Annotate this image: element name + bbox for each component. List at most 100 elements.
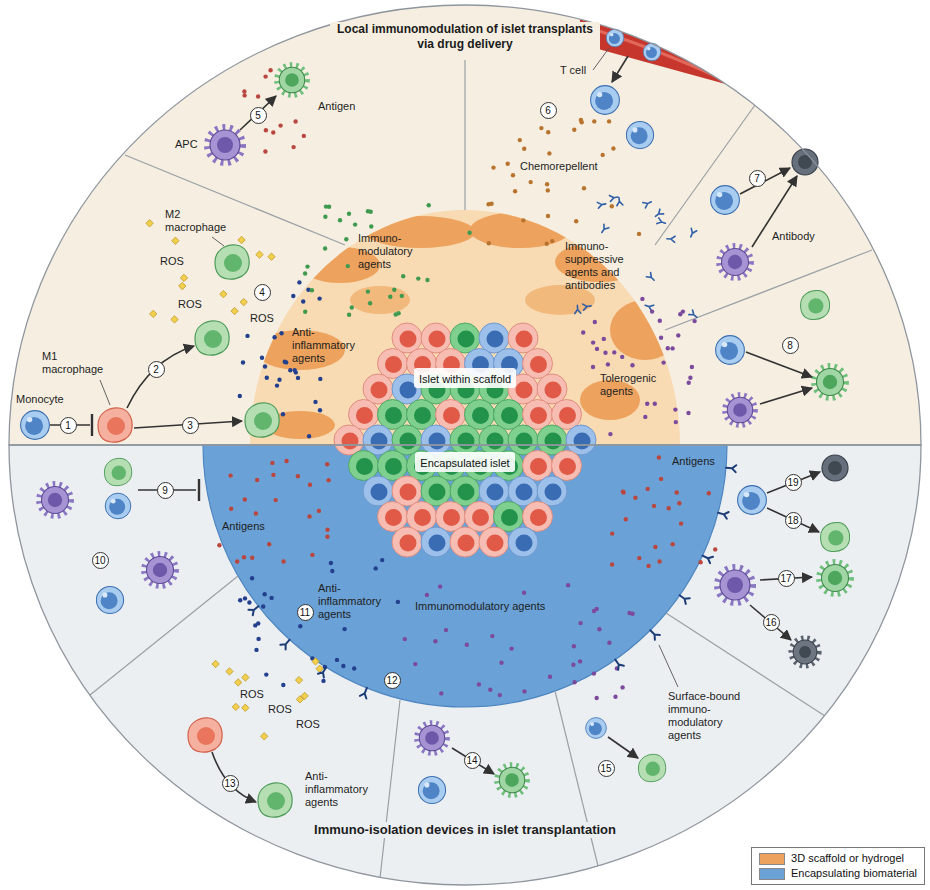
agent-dot bbox=[374, 566, 378, 570]
regulatory-cell bbox=[821, 522, 850, 551]
islet-nucleus bbox=[516, 382, 533, 399]
islet-nucleus bbox=[559, 407, 576, 424]
islet-nucleus bbox=[385, 407, 402, 424]
agent-dot bbox=[301, 299, 305, 303]
callout-number: 12 bbox=[384, 672, 401, 689]
ros-symbol bbox=[256, 251, 263, 258]
agent-dot bbox=[313, 400, 317, 404]
agent-dot bbox=[547, 151, 551, 155]
agent-dot bbox=[347, 313, 351, 317]
agent-dot bbox=[263, 74, 267, 78]
callout-number: 7 bbox=[749, 170, 766, 187]
islet-cell bbox=[566, 425, 596, 455]
islet-nucleus bbox=[414, 407, 431, 424]
islet-cell bbox=[508, 476, 538, 506]
sector-line bbox=[464, 60, 465, 210]
agent-dot bbox=[602, 337, 606, 341]
callout-number: 19 bbox=[785, 474, 802, 491]
agent-dot bbox=[288, 368, 292, 372]
surface-agent bbox=[717, 509, 728, 518]
islet-cell bbox=[407, 502, 437, 532]
part-label: Chemorepellent bbox=[520, 160, 598, 173]
antibody-symbol bbox=[643, 199, 653, 208]
agent-dot bbox=[283, 360, 287, 364]
part-label: ROS bbox=[160, 255, 184, 268]
legend-text: 3D scaffold or hydrogel bbox=[791, 851, 904, 866]
agent-dot bbox=[296, 376, 300, 380]
inhibition-bar bbox=[198, 479, 200, 501]
ros-symbol bbox=[150, 310, 157, 317]
agent-dot bbox=[277, 378, 281, 382]
ros-symbol bbox=[212, 660, 219, 667]
islet-nucleus bbox=[400, 484, 417, 501]
agent-dot bbox=[529, 180, 533, 184]
agent-dot bbox=[325, 462, 329, 466]
ros-symbol bbox=[268, 253, 275, 260]
agent-dot bbox=[593, 320, 597, 324]
agent-dot bbox=[659, 477, 663, 481]
legend-text: Encapsulating biomaterial bbox=[791, 866, 917, 881]
sector-line bbox=[90, 576, 238, 695]
agent-dot bbox=[548, 675, 552, 679]
agent-dot bbox=[673, 407, 677, 411]
agent-dot bbox=[608, 432, 612, 436]
islet-cell bbox=[508, 425, 538, 455]
part-label: Antigens bbox=[672, 455, 715, 468]
agent-dot bbox=[545, 182, 549, 186]
leader-line bbox=[100, 380, 110, 405]
islet-nucleus bbox=[342, 433, 359, 450]
dead-apc bbox=[792, 639, 818, 665]
agent-dot bbox=[592, 609, 596, 613]
arrow bbox=[746, 352, 812, 377]
agent-dot bbox=[657, 455, 661, 459]
green-cell bbox=[104, 458, 131, 485]
agent-dot bbox=[366, 289, 370, 293]
agent-dot bbox=[325, 535, 329, 539]
islet-cell bbox=[450, 323, 480, 353]
antibody-symbol bbox=[599, 224, 609, 234]
agent-dot bbox=[242, 93, 246, 97]
islet-cell bbox=[552, 451, 582, 481]
agent-dot bbox=[571, 663, 575, 667]
agent-dot bbox=[238, 394, 242, 398]
agent-dot bbox=[260, 356, 264, 360]
islet-cell bbox=[334, 425, 364, 455]
antibody-symbol bbox=[689, 310, 699, 320]
legend-swatch bbox=[759, 868, 785, 880]
agent-dot bbox=[291, 145, 295, 149]
agent-dot bbox=[595, 696, 599, 700]
callout-number: 18 bbox=[785, 512, 802, 529]
agent-dot bbox=[499, 661, 503, 665]
agent-dot bbox=[465, 643, 469, 647]
leader-line bbox=[212, 237, 224, 246]
t-cell bbox=[105, 493, 131, 519]
agent-dot bbox=[687, 381, 691, 385]
part-label: M1 macrophage bbox=[42, 350, 116, 376]
blood-vessel bbox=[580, 0, 740, 88]
agent-dot bbox=[546, 188, 550, 192]
part-label: ROS bbox=[250, 312, 274, 325]
t-cell bbox=[716, 336, 745, 365]
islet-nucleus bbox=[400, 331, 417, 348]
agent-dot bbox=[491, 165, 495, 169]
antibody-symbol bbox=[688, 228, 697, 238]
islet-nucleus bbox=[545, 382, 562, 399]
regulatory-cell bbox=[638, 754, 665, 781]
agent-dot bbox=[347, 212, 351, 216]
agent-dot bbox=[284, 459, 288, 463]
islet-cell bbox=[450, 425, 480, 455]
ros-symbol bbox=[231, 307, 238, 314]
islet-nucleus bbox=[385, 509, 402, 526]
islet-cell bbox=[450, 527, 480, 557]
agent-dot bbox=[296, 474, 300, 478]
agent-dot bbox=[327, 205, 331, 209]
m2-macrophage bbox=[215, 245, 249, 279]
islet-cell bbox=[436, 502, 466, 532]
surface-agent bbox=[248, 604, 260, 616]
islet-nucleus bbox=[443, 509, 460, 526]
scaffold-blob bbox=[350, 286, 410, 314]
islet-cell bbox=[392, 527, 422, 557]
agent-dot bbox=[416, 276, 420, 280]
agent-dot bbox=[591, 365, 595, 369]
agent-dot bbox=[281, 412, 285, 416]
